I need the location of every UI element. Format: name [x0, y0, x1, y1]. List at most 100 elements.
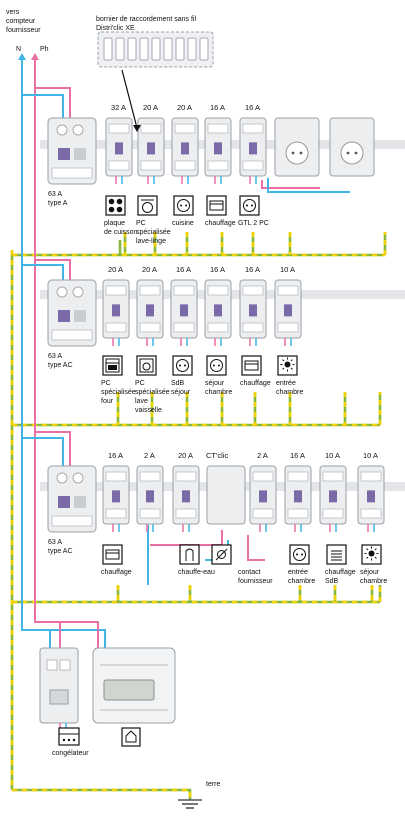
lamp-icon: [277, 355, 298, 376]
breaker-rating: 20 A: [142, 265, 157, 274]
breaker-rating: 10 A: [280, 265, 295, 274]
breaker-toggle: [259, 490, 267, 503]
breaker-rating: 16 A: [210, 265, 225, 274]
rcd-rating: 63 A: [48, 191, 62, 198]
circuit-label: séjour: [205, 380, 225, 387]
circuit-label: lave: [135, 398, 148, 405]
circuit-label: entrée: [288, 569, 308, 576]
breaker-rating: 20 A: [108, 265, 123, 274]
contactor-icon: [211, 544, 232, 565]
breaker-toggle: [147, 142, 155, 155]
rcd-toggle: [58, 310, 70, 322]
hob-icon: [105, 195, 126, 216]
bornier-slot: [175, 37, 185, 61]
circuit-label: séjour: [171, 389, 191, 396]
bornier-label-2: Distri'clic XE: [96, 25, 135, 32]
ctclic-module: [206, 465, 246, 525]
circuit-label: chambre: [276, 389, 303, 396]
phase-arrow-icon: [31, 53, 39, 60]
neutral-label: N: [16, 46, 21, 53]
earth-label: terre: [206, 781, 221, 788]
water-heater-icon: [179, 544, 200, 565]
socket-icon: [206, 355, 227, 376]
breaker-toggle: [367, 490, 375, 503]
breaker-toggle: [115, 142, 123, 155]
heater-icon: [206, 195, 227, 216]
breaker-rating: 16 A: [245, 103, 260, 112]
heater-icon: [241, 355, 262, 376]
socket-icon: [173, 195, 194, 216]
circuit-label: chambre: [205, 389, 232, 396]
circuit-label: entrée: [276, 380, 296, 387]
circuit-label: spécialisée: [135, 389, 170, 396]
circuit-label: contact: [238, 569, 261, 576]
circuit-label: chauffe-eau: [178, 569, 215, 576]
breaker-rating: 20 A: [143, 103, 158, 112]
circuit-label: séjour: [360, 569, 380, 576]
rcd-type: type AC: [48, 548, 73, 555]
freezer-label: congélateur: [52, 750, 89, 757]
socket-icon: [285, 141, 309, 165]
bornier-slot: [103, 37, 113, 61]
breaker-rating: 16 A: [245, 265, 260, 274]
circuit-label: spécialisée: [136, 229, 171, 236]
circuit-label: spécialisée: [101, 389, 136, 396]
circuit-label: PC: [135, 380, 145, 387]
breaker-toggle: [284, 304, 292, 317]
breaker-toggle: [146, 304, 154, 317]
rcd-rating: 63 A: [48, 353, 62, 360]
heater-icon: [102, 544, 123, 565]
earth-conductors: [10, 232, 387, 800]
breaker-rating: 16 A: [210, 103, 225, 112]
circuit-label: SdB: [325, 578, 339, 585]
breaker-rating: 10 A: [325, 451, 340, 460]
lamp-icon: [361, 544, 382, 565]
socket-icon: [239, 195, 260, 216]
breaker-rating: 16 A: [176, 265, 191, 274]
meter-note-line-1: vers: [6, 9, 20, 16]
freezer-icon: [58, 727, 80, 746]
row-2: 63 A type AC 20 A 20 A 16 A 16 A 16 A 10 A PC spé…: [47, 265, 303, 414]
bornier-slot: [139, 37, 149, 61]
earth-symbol-icon: [178, 799, 202, 809]
circuit-label: fournisseur: [238, 578, 273, 585]
freezer-breaker: [39, 647, 79, 724]
neutral-arrow-icon: [18, 53, 26, 60]
circuit-label: GTL 2 PC: [238, 220, 269, 227]
circuit-label: chauffage: [325, 569, 356, 576]
dishwasher-icon: [136, 355, 157, 376]
breaker-rating: 20 A: [178, 451, 193, 460]
breaker-toggle: [181, 142, 189, 155]
breaker-toggle: [294, 490, 302, 503]
washing-machine-icon: [137, 195, 158, 216]
circuit-label: plaque: [104, 220, 125, 227]
circuit-label: chauffage: [101, 569, 132, 576]
meter-note-line-2: compteur: [6, 18, 36, 25]
breaker-toggle: [249, 142, 257, 155]
circuit-label: PC: [101, 380, 111, 387]
circuit-label: chambre: [288, 578, 315, 585]
circuit-label: cuisine: [172, 220, 194, 227]
socket-icon: [340, 141, 364, 165]
circuit-label: lave-linge: [136, 238, 166, 245]
socket-icon: [172, 355, 193, 376]
breaker-rating: 16 A: [108, 451, 123, 460]
circuit-label: vaisselle: [135, 407, 162, 414]
bornier-slot: [115, 37, 125, 61]
circuit-label: de cuisson: [104, 229, 138, 236]
phase-label: Ph: [40, 46, 49, 53]
breaker-toggle: [214, 142, 222, 155]
circuit-label: chauffage: [205, 220, 236, 227]
rcd-type: type AC: [48, 362, 73, 369]
breaker-rating: 10 A: [363, 451, 378, 460]
breaker-toggle: [182, 490, 190, 503]
bornier-xe: [97, 31, 214, 132]
breaker-toggle: [112, 490, 120, 503]
breaker-toggle: [249, 304, 257, 317]
socket-icon: [289, 544, 310, 565]
breaker-toggle: [146, 490, 154, 503]
breaker-toggle: [112, 304, 120, 317]
